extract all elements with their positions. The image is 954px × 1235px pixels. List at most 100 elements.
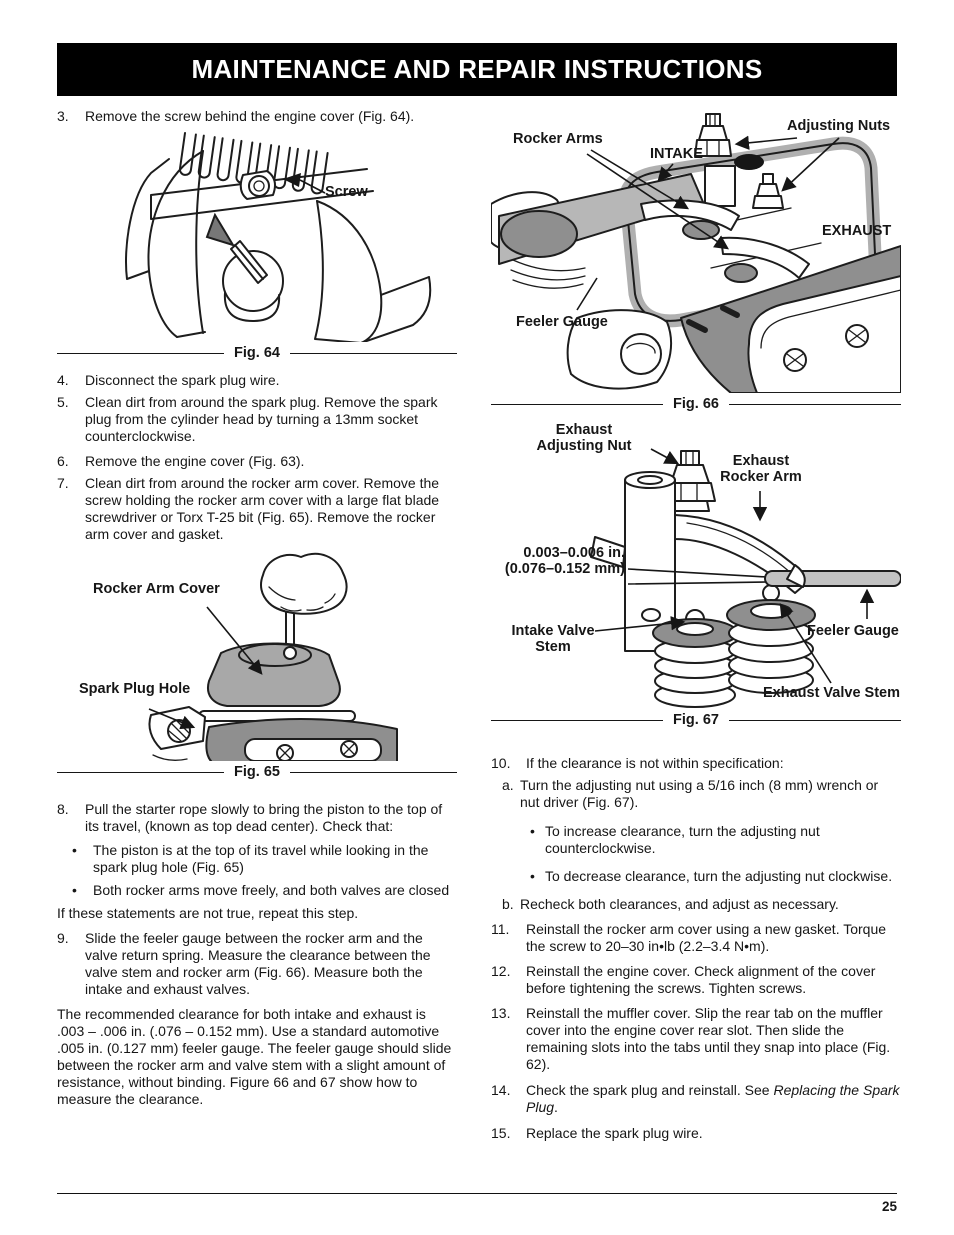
step-text-plain: .	[554, 1099, 558, 1115]
step-number: 9.	[57, 930, 69, 946]
fig65-drawing-rocker-arm-cover	[148, 552, 398, 761]
fig67-caption: Fig. 67	[491, 711, 901, 729]
step-5: 5. Clean dirt from around the spark plug…	[57, 394, 457, 445]
step-12: 12. Reinstall the engine cover. Check al…	[491, 963, 901, 997]
step-text-plain: Check the spark plug and reinstall. See	[526, 1082, 774, 1098]
fig65-spark-plug-hole-label: Spark Plug Hole	[79, 681, 191, 697]
fig67-exhaust-adjusting-nut-label: Exhaust Adjusting Nut	[536, 422, 632, 454]
bullet-item: • The piston is at the top of its travel…	[72, 842, 457, 876]
fig65-rocker-arm-cover-label: Rocker Arm Cover	[93, 581, 220, 597]
fig64-figure: Screw	[57, 129, 457, 342]
bullet-text: To increase clearance, turn the adjustin…	[545, 823, 820, 856]
step-number: 11.	[491, 921, 510, 937]
right-column: Rocker Arms INTAKE Adjusting Nuts EXHAUS…	[491, 108, 901, 1142]
note-text: If these statements are not true, repeat…	[57, 905, 359, 921]
step-number: 14.	[491, 1082, 511, 1098]
clearance-paragraph: The recommended clearance for both intak…	[57, 1006, 452, 1107]
step-text: Clean dirt from around the spark plug. R…	[85, 394, 438, 444]
step-4: 4. Disconnect the spark plug wire.	[57, 372, 457, 389]
fig66-adjusting-nuts-label: Adjusting Nuts	[787, 118, 891, 134]
step-7: 7. Clean dirt from around the rocker arm…	[57, 475, 457, 543]
step-text: Pull the starter rope slowly to bring th…	[85, 801, 443, 834]
fig67-feeler-gauge-label: Feeler Gauge	[807, 623, 899, 639]
fig67-exhaust-rocker-arm-label: Exhaust Rocker Arm	[720, 453, 802, 485]
step-number: 8.	[57, 801, 69, 817]
bullet-text: The piston is at the top of its travel w…	[93, 842, 429, 875]
step-text: Remove the screw behind the engine cover…	[85, 108, 415, 124]
step-number: 5.	[57, 394, 69, 410]
step-number: 10.	[491, 755, 511, 771]
fig67-exhaust-valve-stem-label: Exhaust Valve Stem	[763, 685, 901, 701]
step-text-italic: Replacing the Spark Plug	[526, 1082, 900, 1115]
step-text: Turn the adjusting nut using a 5/16 inch…	[520, 777, 879, 810]
step-number: 12.	[491, 963, 511, 979]
bullet-dot: •	[530, 868, 535, 884]
caption-rule	[57, 771, 225, 773]
step-text: If the clearance is not within specifica…	[526, 755, 784, 771]
step-number: 7.	[57, 475, 69, 491]
bullet-text: To decrease clearance, turn the adjustin…	[545, 868, 893, 884]
fig66-rocker-arms-label: Rocker Arms	[513, 131, 603, 147]
step-14: 14. Check the spark plug and reinstall. …	[491, 1082, 901, 1116]
fig67-drawing-valve-clearance	[590, 448, 901, 708]
step-number: 15.	[491, 1125, 511, 1141]
step-text: Replace the spark plug wire.	[526, 1125, 703, 1141]
page-number: 25	[881, 1199, 897, 1214]
step-number: 4.	[57, 372, 69, 388]
bullet-item: • To decrease clearance, turn the adjust…	[530, 868, 901, 885]
fig66-caption: Fig. 66	[491, 395, 901, 413]
step-3: 3. Remove the screw behind the engine co…	[57, 108, 457, 125]
step-6: 6. Remove the engine cover (Fig. 63).	[57, 453, 457, 470]
caption-rule	[491, 719, 664, 721]
fig66-figure: Rocker Arms INTAKE Adjusting Nuts EXHAUS…	[491, 108, 901, 393]
caption-rule	[491, 403, 664, 405]
step-8: 8. Pull the starter rope slowly to bring…	[57, 801, 457, 835]
fig65-figure: Rocker Arm Cover Spark Plug Hole	[57, 551, 457, 761]
fig67-intake-valve-stem-label: Intake Valve Stem	[511, 623, 595, 655]
title-bar: MAINTENANCE AND REPAIR INSTRUCTIONS	[57, 43, 897, 96]
bullet-text: Both rocker arms move freely, and both v…	[93, 882, 450, 898]
step-number: b.	[502, 896, 514, 912]
step-number: 13.	[491, 1005, 511, 1021]
bullet-item: • To increase clearance, turn the adjust…	[530, 823, 901, 857]
fig66-intake-label: INTAKE	[650, 146, 703, 162]
caption-rule	[728, 403, 901, 405]
step-text: Reinstall the rocker arm cover using a n…	[526, 921, 887, 954]
step-number: a.	[502, 777, 514, 793]
step-10a: a. Turn the adjusting nut using a 5/16 i…	[502, 777, 901, 811]
step-9: 9. Slide the feeler gauge between the ro…	[57, 930, 457, 998]
fig66-exhaust-label: EXHAUST	[822, 223, 892, 239]
step-text: Clean dirt from around the rocker arm co…	[85, 475, 440, 542]
fig64-screw-label: Screw	[325, 184, 368, 200]
bullet-dot: •	[72, 882, 77, 898]
footer-rule	[57, 1193, 897, 1194]
step-text: Recheck both clearances, and adjust as n…	[520, 896, 839, 912]
fig67-figure: Exhaust Adjusting Nut Exhaust Rocker Arm…	[491, 419, 901, 709]
step-10: 10. If the clearance is not within speci…	[491, 755, 901, 772]
step-10b: b. Recheck both clearances, and adjust a…	[502, 896, 901, 913]
step-text: Check the spark plug and reinstall. See …	[526, 1082, 901, 1116]
step-number: 3.	[57, 108, 69, 124]
fig66-feeler-gauge-label: Feeler Gauge	[516, 314, 608, 330]
fig64-drawing-engine-cover	[125, 132, 432, 342]
screw-arrowhead	[283, 173, 301, 187]
caption-rule	[57, 352, 225, 354]
step-text: Reinstall the engine cover. Check alignm…	[526, 963, 876, 996]
fig66-drawing-rocker-arms	[491, 113, 901, 393]
step-13: 13. Reinstall the muffler cover. Slip th…	[491, 1005, 901, 1073]
bullet-item: • Both rocker arms move freely, and both…	[72, 882, 457, 899]
step-text: Remove the engine cover (Fig. 63).	[85, 453, 305, 469]
step-text: Disconnect the spark plug wire.	[85, 372, 280, 388]
fig65-caption: Fig. 65	[57, 763, 457, 781]
step-number: 6.	[57, 453, 69, 469]
step-15: 15. Replace the spark plug wire.	[491, 1125, 901, 1142]
caption-rule	[289, 352, 457, 354]
fig64-caption: Fig. 64	[57, 344, 457, 362]
page-title: MAINTENANCE AND REPAIR INSTRUCTIONS	[191, 54, 763, 84]
step-11: 11. Reinstall the rocker arm cover using…	[491, 921, 901, 955]
fig67-clearance-label: 0.003–0.006 in. (0.076–0.152 mm)	[504, 545, 625, 577]
left-column: 3. Remove the screw behind the engine co…	[57, 108, 457, 1108]
bullet-dot: •	[530, 823, 535, 839]
caption-rule	[728, 719, 901, 721]
